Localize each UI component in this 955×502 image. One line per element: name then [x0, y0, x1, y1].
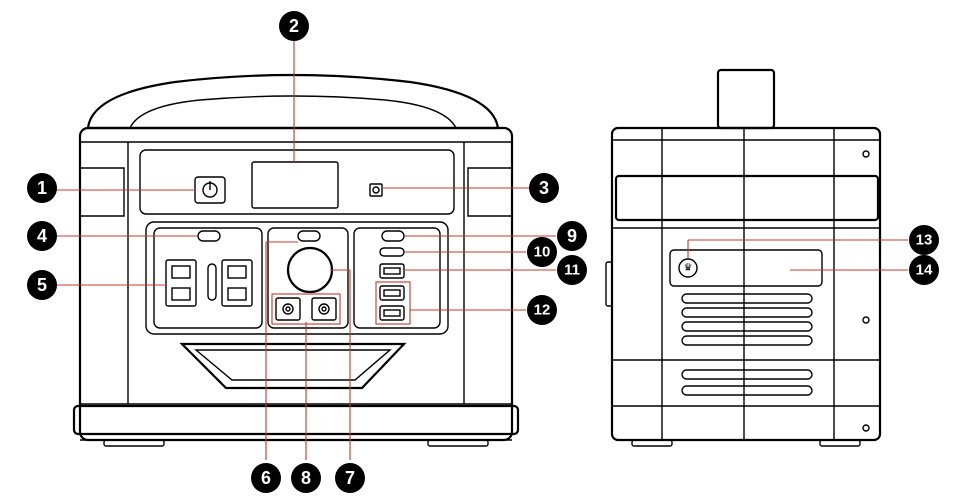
front-base — [72, 404, 520, 436]
leader-lines — [56, 38, 908, 460]
svg-text:♛: ♛ — [684, 263, 693, 274]
ac-button — [197, 230, 221, 242]
usb-button — [381, 230, 405, 242]
callout-4: 4 — [27, 221, 57, 251]
dc-button — [297, 230, 321, 242]
side-body — [610, 126, 882, 442]
callout-14-label: 14 — [916, 262, 933, 279]
callout-2: 2 — [279, 11, 309, 41]
callout-6-label: 6 — [261, 468, 271, 488]
callout-9-label: 9 — [567, 226, 577, 246]
front-body — [78, 126, 514, 442]
power-icon — [202, 181, 218, 198]
callout-8: 8 — [291, 463, 321, 493]
dc-input-port — [369, 183, 383, 197]
usb-port-1 — [379, 285, 405, 301]
usb-c-port — [379, 247, 405, 257]
flashlight-panel — [669, 249, 823, 287]
callout-7-label: 7 — [345, 468, 355, 488]
callouts: 1 2 3 4 5 6 8 7 — [27, 11, 939, 493]
lower-grip — [179, 342, 407, 390]
dc5521-port-left — [275, 297, 301, 321]
usb-port-2 — [379, 305, 405, 321]
callout-6: 6 — [251, 463, 281, 493]
side-handle-band — [614, 174, 880, 222]
callout-4-label: 4 — [37, 226, 47, 246]
ac-section — [153, 227, 263, 329]
callout-1-label: 1 — [37, 178, 47, 198]
callout-5-label: 5 — [37, 275, 47, 295]
callout-13: 13 — [909, 225, 939, 255]
callout-11-label: 11 — [564, 262, 580, 279]
side-vents — [681, 293, 813, 396]
dc5521-port-right — [311, 297, 337, 321]
callout-3: 3 — [529, 173, 559, 203]
lcd-display — [251, 161, 339, 209]
car-charger-port — [286, 246, 334, 294]
front-view — [72, 73, 520, 447]
flashlight-icon: ♛ — [678, 258, 698, 278]
callout-12-label: 12 — [534, 302, 551, 319]
usb-section — [353, 227, 441, 329]
ac-outlet-left — [165, 259, 197, 307]
callout-12: 12 — [527, 295, 557, 325]
callout-10-label: 10 — [534, 244, 551, 261]
carry-handle — [86, 73, 500, 130]
callout-13-label: 13 — [916, 232, 933, 249]
callout-8-label: 8 — [301, 468, 311, 488]
lower-panel — [145, 221, 449, 335]
side-handle-top — [716, 68, 776, 130]
dc-section — [267, 227, 349, 329]
side-view: ♛ — [605, 68, 882, 447]
callout-14: 14 — [909, 255, 939, 285]
callout-1: 1 — [27, 173, 57, 203]
callout-9: 9 — [557, 221, 587, 251]
callout-7: 7 — [335, 463, 365, 493]
callout-3-label: 3 — [539, 178, 549, 198]
ac-outlet-right — [221, 259, 253, 307]
callout-10: 10 — [527, 237, 557, 267]
callout-2-label: 2 — [289, 16, 299, 36]
usb-qc-port — [379, 263, 405, 279]
callout-11: 11 — [557, 255, 587, 285]
callout-5: 5 — [27, 270, 57, 300]
upper-panel — [139, 149, 455, 215]
